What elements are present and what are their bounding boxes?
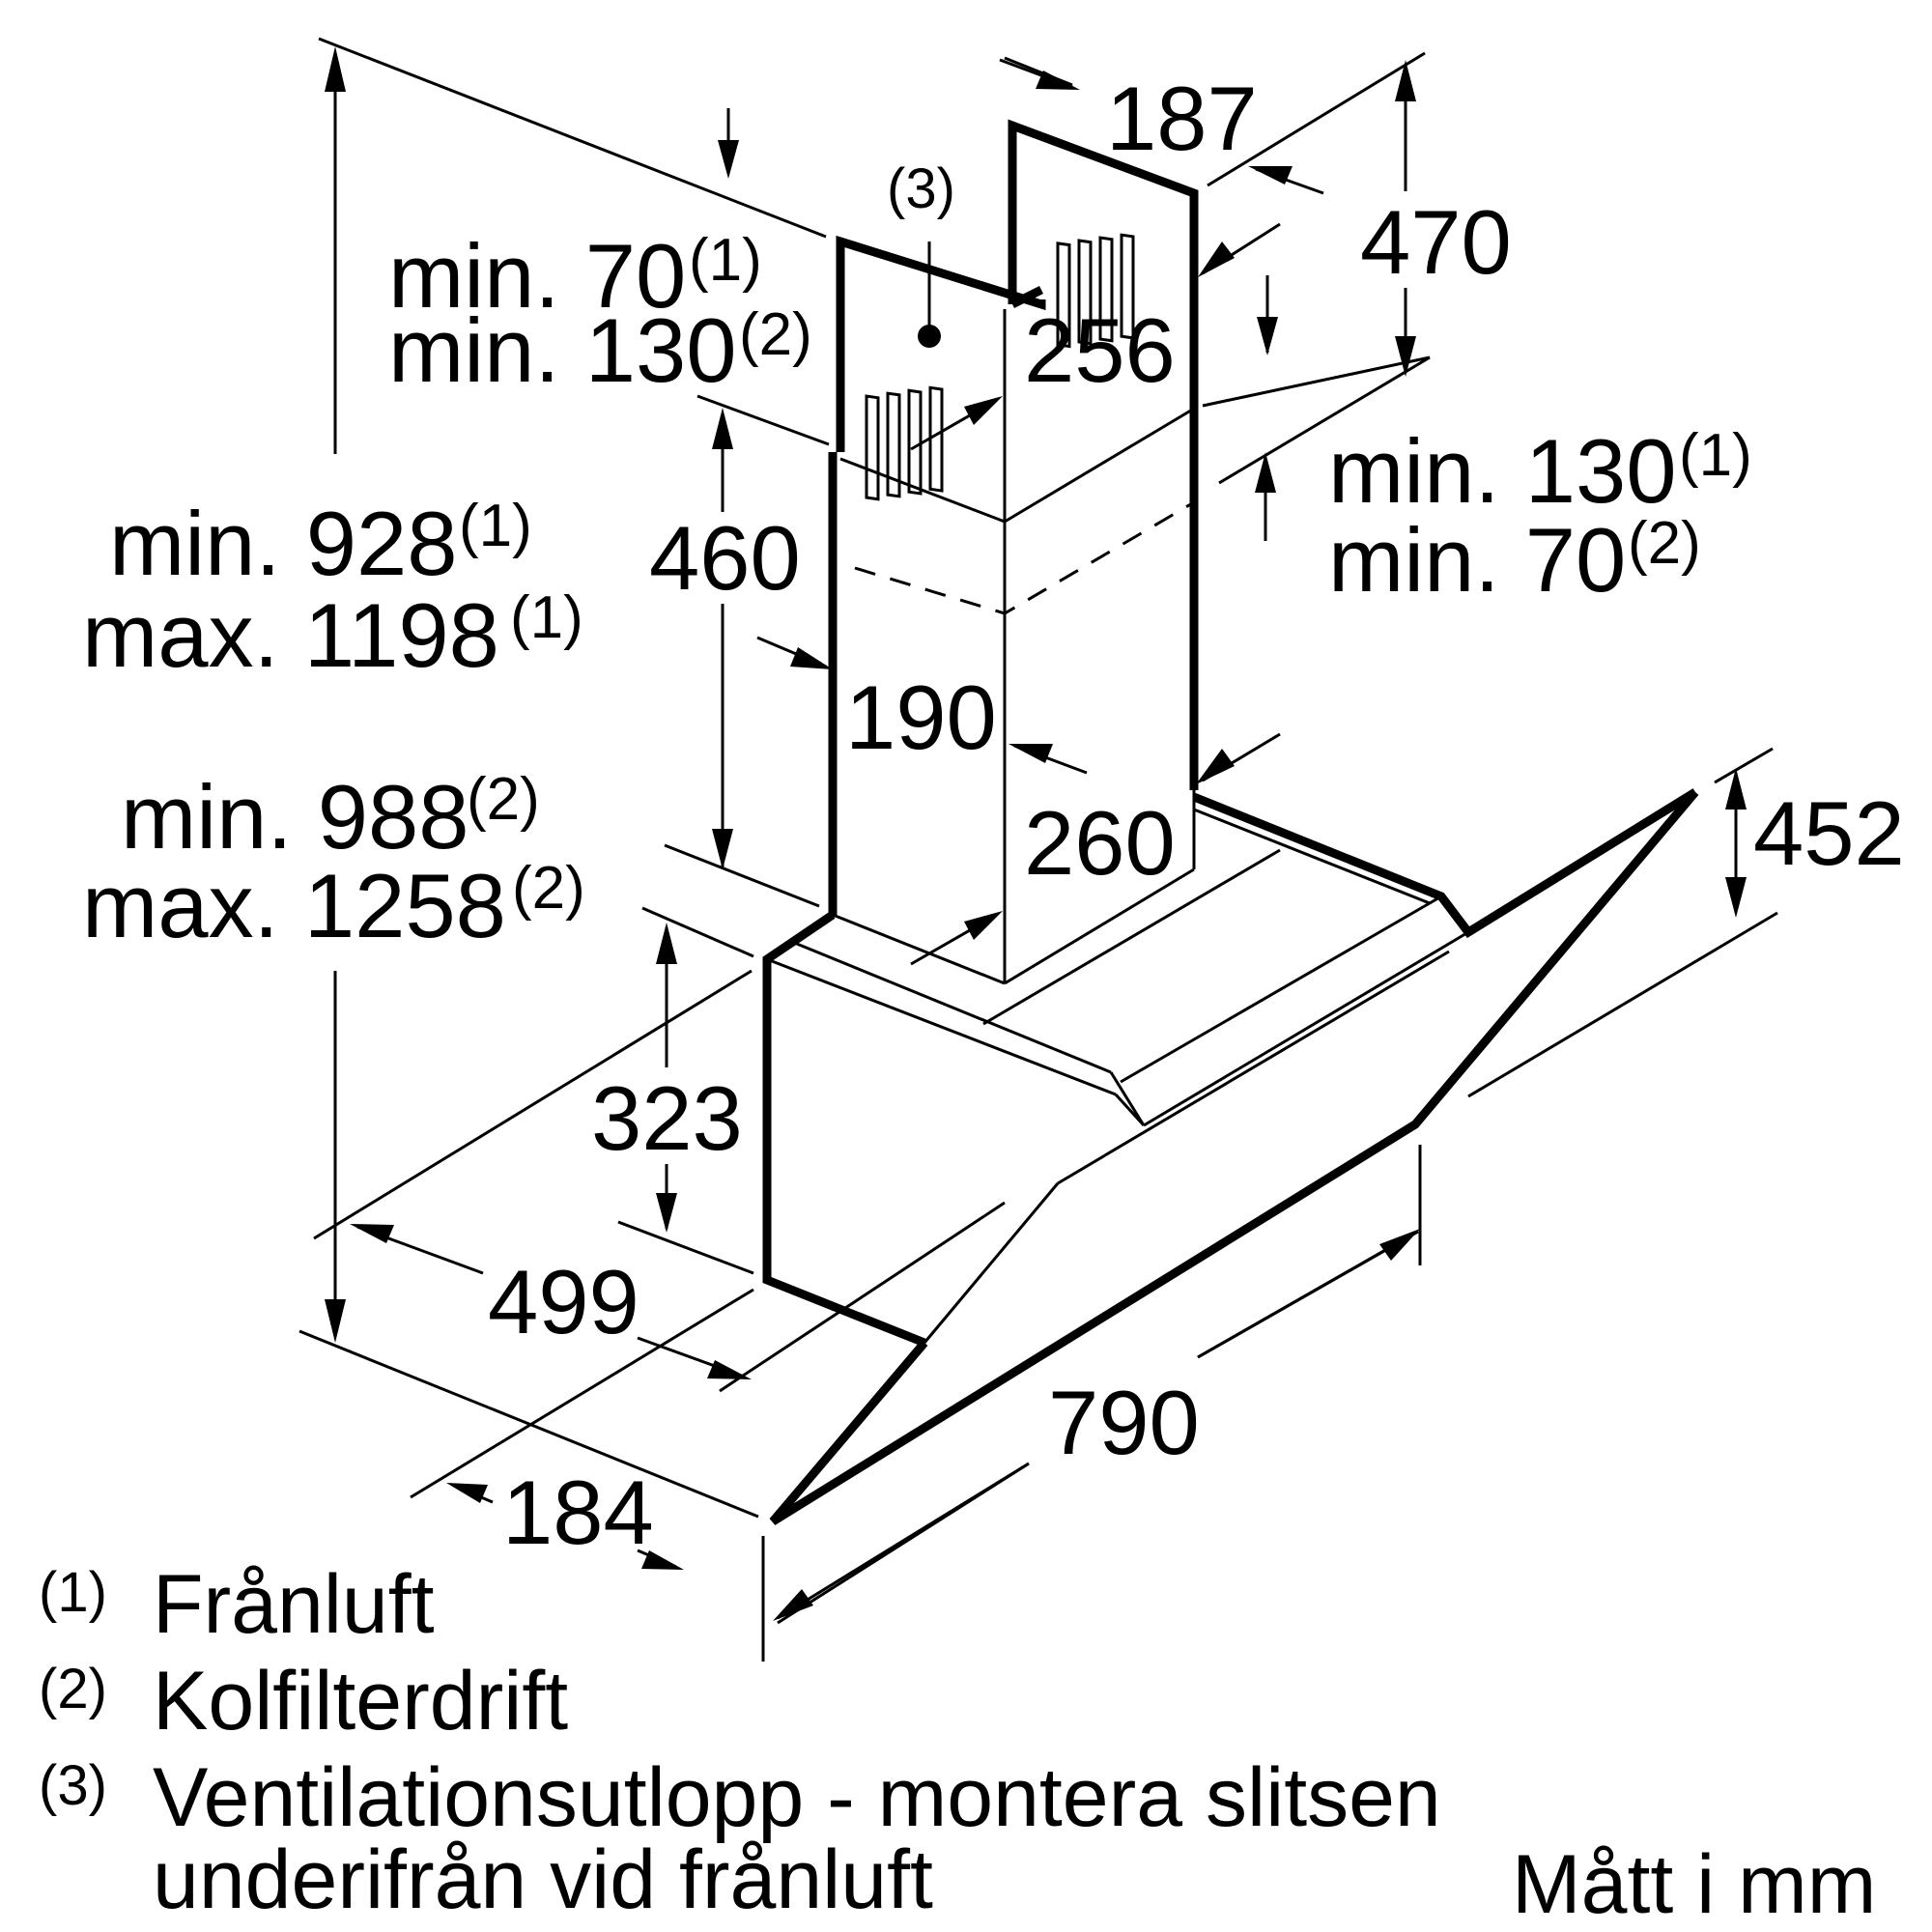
hood-outline (762, 119, 1699, 1525)
dim-323: 323 (591, 1067, 743, 1169)
upper-chimney-outline (836, 235, 1046, 452)
dim-452: 452 (1753, 782, 1905, 884)
dim-190: 190 (845, 667, 997, 768)
hood-detail-lines (766, 309, 1469, 1344)
label-height-min928-sup: (1) (459, 493, 532, 559)
label-right-min70-sup: (2) (1628, 510, 1701, 577)
dim-184: 184 (502, 1462, 654, 1563)
telescopic-overlap-dashed (854, 500, 1195, 615)
label-right-min130-sup: (1) (1679, 422, 1752, 489)
label-height-min928: min. 928 (109, 493, 458, 594)
dim-187: 187 (1106, 68, 1258, 169)
legend-marker-2: (2) (39, 1658, 107, 1720)
dim-499: 499 (488, 1251, 639, 1352)
vent-slots-right (1056, 233, 1135, 349)
label-right-min70: min. 70 (1328, 509, 1626, 611)
label-top-left-min70: min. 70 (388, 225, 686, 327)
legend: (1) Frånluft (2) Kolfilterdrift (3) Vent… (39, 1558, 1441, 1926)
canopy-top-right (1192, 788, 1698, 938)
canopy-top-left (762, 911, 926, 1348)
label-height-max1198: max. 1198 (82, 584, 499, 686)
legend-text-3: Ventilationsutlopp - montera slitsen (153, 1751, 1441, 1844)
extension-lines (298, 37, 1778, 1662)
dim-790: 790 (1048, 1372, 1200, 1473)
dimension-values: 187 470 256 460 190 260 452 323 499 790 … (488, 68, 1905, 1563)
label-height-max1258-sup: (2) (512, 855, 585, 922)
dim-460: 460 (649, 507, 801, 609)
legend-text-1: Frånluft (153, 1558, 435, 1651)
dim-256: 256 (1024, 299, 1176, 401)
min-max-labels: min. 70 (1) min. 130 (2) min. 130 (1) mi… (82, 157, 1752, 956)
label-vent-marker: (3) (887, 157, 955, 220)
label-top-left-min70-sup: (1) (689, 227, 762, 294)
vent-slots-left (865, 242, 944, 501)
legend-text-3-cont: underifrån vid frånluft (153, 1833, 933, 1926)
upper-chimney-front (1008, 119, 1199, 409)
dimension-arrows (325, 46, 1747, 1621)
label-right-min130: min. 130 (1328, 420, 1677, 522)
label-height-max1258: max. 1258 (82, 855, 506, 956)
label-height-min988-sup: (2) (467, 766, 540, 833)
glass-panel-front (769, 789, 1699, 1525)
upper-chimney-step (1009, 285, 1044, 309)
label-top-left-min130-sup: (2) (739, 301, 812, 368)
legend-marker-3: (3) (39, 1754, 107, 1817)
label-height-max1198-sup: (1) (510, 584, 583, 651)
unit-note: Mått i mm (1512, 1838, 1876, 1931)
label-height-min988: min. 988 (121, 766, 469, 867)
dim-260: 260 (1024, 792, 1176, 894)
legend-text-2: Kolfilterdrift (153, 1655, 568, 1747)
legend-marker-1: (1) (39, 1561, 107, 1624)
label-top-left-min130: min. 130 (388, 299, 737, 401)
dim-470: 470 (1360, 191, 1512, 293)
